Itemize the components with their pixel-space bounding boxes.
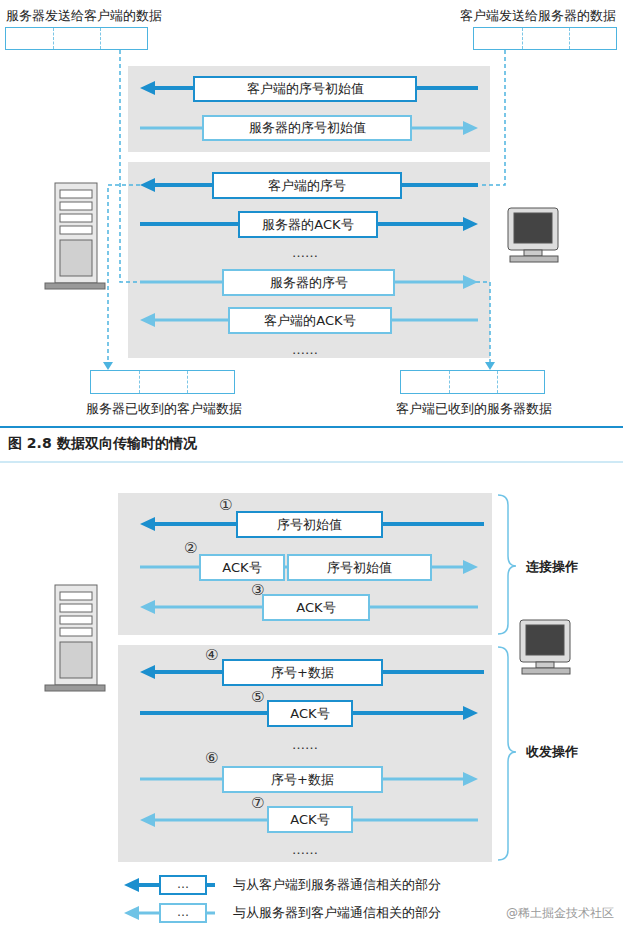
data-strip: 客户端已收到的服务器数据 bbox=[400, 370, 545, 394]
ellipsis: … bbox=[177, 905, 189, 919]
message-box: 序号初始值 bbox=[236, 511, 383, 538]
ellipsis: … bbox=[177, 877, 189, 891]
message-box: 序号+数据 bbox=[222, 766, 383, 793]
box-label: 服务器的序号初始值 bbox=[249, 120, 366, 136]
box-label: 序号初始值 bbox=[277, 517, 342, 533]
dashed-leader bbox=[108, 50, 505, 362]
strip-divider bbox=[100, 28, 101, 49]
server-icon bbox=[45, 183, 105, 289]
box-label: 客户端的ACK号 bbox=[264, 313, 355, 329]
gray-panel bbox=[128, 162, 490, 358]
legend-text: 与从客户端到服务器通信相关的部分 bbox=[233, 876, 441, 894]
box-label: 序号+数据 bbox=[271, 665, 334, 681]
box-label: 服务器的ACK号 bbox=[262, 217, 353, 233]
callout-number: ④ bbox=[205, 646, 218, 664]
callout-number: ① bbox=[219, 496, 232, 514]
box-label: ACK号 bbox=[222, 560, 261, 576]
box-label: ACK号 bbox=[296, 600, 335, 616]
rule bbox=[0, 426, 623, 428]
callout-number: ⑥ bbox=[205, 749, 218, 767]
message-box: 服务器的序号初始值 bbox=[202, 115, 412, 141]
ellipsis: …… bbox=[292, 342, 318, 358]
message-box: 服务器的ACK号 bbox=[238, 211, 378, 238]
message-box: ACK号 bbox=[267, 700, 353, 727]
monitor-icon bbox=[520, 620, 570, 674]
box-label: 客户端的序号 bbox=[268, 178, 346, 194]
legend-sample bbox=[136, 876, 215, 922]
message-box: 客户端的序号 bbox=[212, 172, 402, 199]
box-label: ACK号 bbox=[290, 706, 329, 722]
group-label: 连接操作 bbox=[526, 559, 578, 575]
strip-label: 服务器发送给客户端的数据 bbox=[6, 8, 162, 23]
figure-caption: 图 2.8 数据双向传输时的情况 bbox=[8, 435, 197, 453]
message-box: 服务器的序号 bbox=[222, 269, 395, 296]
message-box: 序号+数据 bbox=[222, 659, 383, 686]
data-strip: 服务器发送给客户端的数据 bbox=[5, 27, 148, 50]
message-box: ACK号 bbox=[267, 806, 353, 833]
server-icon bbox=[45, 585, 105, 691]
message-box: ACK号 bbox=[262, 594, 370, 621]
callout-number: ③ bbox=[251, 581, 264, 599]
gray-panel bbox=[128, 66, 490, 152]
ellipsis: …… bbox=[292, 245, 318, 261]
box-label: 序号初始值 bbox=[327, 560, 392, 576]
arrow bbox=[140, 524, 484, 820]
strip-label: 客户端发送给服务器的数据 bbox=[460, 8, 616, 23]
message-box: ACK号 bbox=[199, 554, 285, 581]
strip-divider bbox=[449, 371, 450, 393]
callout-number: ⑦ bbox=[251, 794, 264, 812]
box-label: 客户端的序号初始值 bbox=[247, 81, 364, 97]
monitor-icon bbox=[508, 208, 558, 262]
strip-divider bbox=[187, 371, 188, 393]
strip-divider bbox=[497, 371, 498, 393]
message-box: 客户端的序号初始值 bbox=[193, 76, 417, 102]
ellipsis: …… bbox=[292, 842, 318, 858]
gray-panel bbox=[118, 493, 492, 635]
rule bbox=[0, 462, 623, 463]
legend-text: 与从服务器到客户端通信相关的部分 bbox=[233, 904, 441, 922]
callout-number: ⑤ bbox=[251, 688, 264, 706]
callout-number: ② bbox=[184, 539, 197, 557]
arrow bbox=[140, 88, 478, 320]
box-label: ACK号 bbox=[290, 812, 329, 828]
message-box: 客户端的ACK号 bbox=[228, 307, 392, 334]
data-strip: 客户端发送给服务器的数据 bbox=[473, 27, 617, 50]
strip-label: 服务器已收到的客户端数据 bbox=[86, 401, 242, 416]
strip-divider bbox=[522, 28, 523, 49]
strip-divider bbox=[139, 371, 140, 393]
group-label: 收发操作 bbox=[526, 744, 578, 760]
watermark: @稀土掘金技术社区 bbox=[506, 906, 614, 920]
box-label: 服务器的序号 bbox=[270, 275, 348, 291]
message-box: 序号初始值 bbox=[287, 554, 432, 581]
ellipsis: …… bbox=[292, 737, 318, 753]
data-strip: 服务器已收到的客户端数据 bbox=[90, 370, 235, 394]
box-label: 序号+数据 bbox=[271, 772, 334, 788]
strip-divider bbox=[569, 28, 570, 49]
strip-label: 客户端已收到的服务器数据 bbox=[396, 401, 552, 416]
gray-panel bbox=[118, 645, 492, 862]
strip-divider bbox=[53, 28, 54, 49]
brace bbox=[498, 495, 516, 860]
